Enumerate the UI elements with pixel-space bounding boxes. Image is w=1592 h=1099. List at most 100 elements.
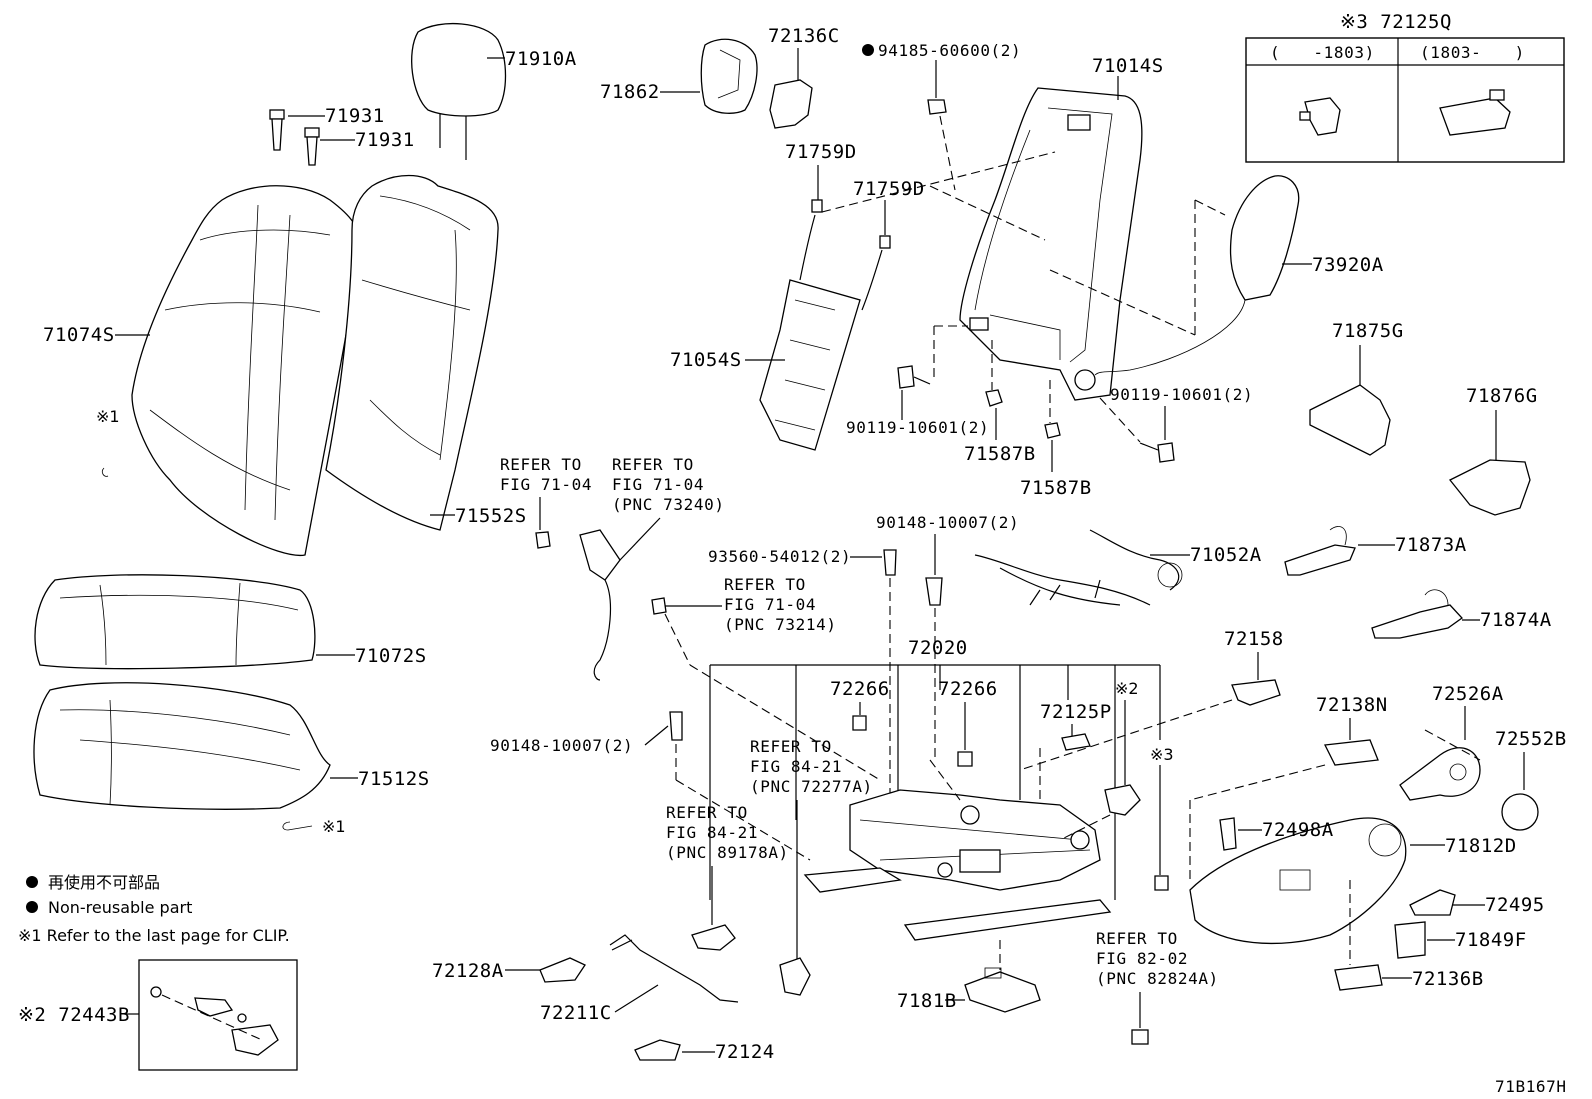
seatback-frame-part[interactable] [959,87,1143,401]
clip-icon [282,821,313,831]
label-71552S: 71552S [455,505,527,527]
part-72495[interactable] [1409,889,1456,916]
ref-block-2-line3: (PNC 73240) [612,495,725,514]
label-71849F: 71849F [1455,929,1527,951]
label-72128A: 72128A [432,960,504,982]
diagram-code: 71B167H [1495,1077,1567,1096]
inset-72443B-part[interactable] [150,986,279,1056]
cushion-cover-part[interactable] [34,574,316,670]
ref-block-6-line1: REFER TO [1096,929,1178,948]
label-72211C: 72211C [540,1002,612,1024]
label-71759D-a: 71759D [785,141,857,163]
legend-en: Non-reusable part [48,898,192,917]
label-71587B-a: 71587B [964,443,1036,465]
part-ref-89178A[interactable] [691,924,736,951]
inset-72125Q-col-right: (1803- ) [1420,43,1525,62]
clip-72266[interactable] [957,751,973,767]
part-72138N[interactable] [1324,739,1379,766]
label-71072S: 71072S [355,645,427,667]
label-72124: 72124 [715,1041,775,1063]
label-71074S: 71074S [43,324,115,346]
inset-72443B-box [138,959,298,1071]
label-72495: 72495 [1485,894,1545,916]
part-72125P[interactable] [1061,733,1091,751]
part-71862[interactable] [700,38,758,114]
label-71812D: 71812D [1445,835,1517,857]
part-72498A[interactable] [1219,817,1237,851]
part-72136B[interactable] [1334,964,1383,991]
ref-block-1-line1: REFER TO [500,455,582,474]
ref-block-5-line2: FIG 84-21 [666,823,758,842]
seatback-cover-part[interactable] [131,185,361,557]
bolt-93560[interactable] [883,549,897,576]
label-72498A: 72498A [1262,819,1334,841]
inset-72125Q-col-left: ( -1803) [1270,43,1375,62]
pin-71759D[interactable] [811,199,823,213]
part-71876G[interactable] [1448,459,1531,516]
label-72125P: 72125P [1040,701,1112,723]
inset-72125Q-part-new[interactable] [1439,89,1511,136]
label-71587B-b: 71587B [1020,477,1092,499]
part-71875G[interactable] [1309,384,1391,456]
label-71873A: 71873A [1395,534,1467,556]
part-ref-82824A[interactable] [1131,1029,1149,1045]
part-72526A[interactable] [1399,747,1481,801]
part-72443B[interactable] [1104,784,1141,816]
clip-72266[interactable] [852,715,867,731]
nut-ref[interactable] [535,531,551,549]
part-72124[interactable] [634,1039,681,1061]
inset-72125Q-part-old[interactable] [1299,97,1341,136]
headrest-guide-part[interactable] [269,109,320,166]
side-shield-71812D[interactable] [1189,817,1407,945]
bolt-90119[interactable] [1139,442,1175,463]
lumbar-support-part[interactable] [759,214,883,451]
ref-block-4-line1: REFER TO [750,737,832,756]
part-71874A[interactable] [1371,589,1463,639]
headrest-part[interactable] [411,22,507,160]
bolt-90148[interactable] [669,711,683,741]
label-71052A: 71052A [1190,544,1262,566]
side-airbag-part[interactable] [1094,175,1300,376]
inset-72125Q-title: ※3 72125Q [1340,11,1452,33]
harness-71052A[interactable] [974,529,1183,606]
pin-71759D[interactable] [879,235,891,249]
seat-adjuster-72020[interactable] [803,789,1112,941]
seatbelt-buckle[interactable] [579,529,621,681]
seatback-pad-part[interactable] [325,174,499,531]
ref-block-5-line1: REFER TO [666,803,748,822]
cushion-pad-part[interactable] [33,682,331,810]
ref-block-3-line1: REFER TO [724,575,806,594]
nut-94185[interactable] [927,99,947,115]
label-71759D-b: 71759D [853,178,925,200]
marker-note2: ※2 [1115,679,1139,698]
nut-ref[interactable] [651,597,667,615]
label-71875G: 71875G [1332,320,1404,342]
part-72125Q[interactable] [1154,875,1169,891]
ref-block-3-line2: FIG 71-04 [724,595,816,614]
part-72158[interactable] [1231,679,1281,706]
label-73920A: 73920A [1312,254,1384,276]
part-7181B[interactable] [964,967,1041,1013]
label-72020: 72020 [908,637,968,659]
bolt-90148[interactable] [925,577,943,606]
clip-71587B[interactable] [985,389,1003,407]
bolt-90119[interactable] [897,365,931,389]
label-72266-a: 72266 [830,678,890,700]
part-71849F[interactable] [1394,921,1426,959]
label-71874A: 71874A [1480,609,1552,631]
ref-block-5-line3: (PNC 89178A) [666,843,789,862]
clip-71587B[interactable] [1044,422,1061,439]
ref-block-2-line1: REFER TO [612,455,694,474]
label-93560: 93560-54012(2) [708,547,851,566]
part-ref-72277A[interactable] [779,957,811,996]
part-71873A[interactable] [1284,526,1356,576]
part-72136C[interactable] [769,79,813,129]
part-72128A[interactable] [539,957,586,983]
wire-72211C[interactable] [609,934,739,1003]
part-72552B[interactable] [1501,793,1539,831]
label-72158: 72158 [1224,628,1284,650]
label-90119-a: 90119-10601(2) [846,418,989,437]
inset-72443B-label: ※2 72443B [18,1004,130,1026]
inset-72125Q-box [1245,37,1565,163]
